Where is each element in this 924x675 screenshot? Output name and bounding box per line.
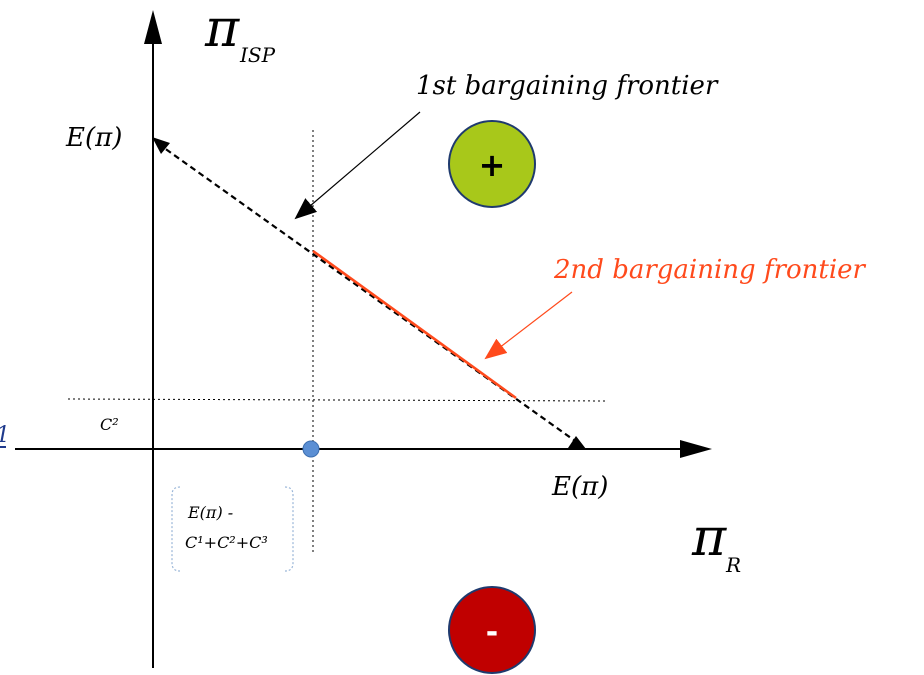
stray-mark: 1 xyxy=(0,423,10,448)
intercept-point xyxy=(302,440,320,458)
first-frontier-bottom-arrowhead xyxy=(568,436,586,449)
x-axis-symbol: π xyxy=(691,508,727,568)
minus-region-circle xyxy=(448,586,536,674)
second-frontier-label: 2nd bargaining frontier xyxy=(553,255,867,285)
x-axis-arrowhead xyxy=(680,440,712,458)
plus-region-circle xyxy=(448,120,536,208)
y-intercept-label: E(π) xyxy=(65,123,122,153)
y-axis-subscript: ISP xyxy=(239,43,276,67)
bracket-label-line2: C¹+C²+C³ xyxy=(185,533,268,552)
y-axis-arrowhead xyxy=(144,10,162,44)
c2-level-line xyxy=(67,398,609,402)
first-frontier-pointer xyxy=(294,111,421,220)
second-frontier-pointer xyxy=(484,291,573,360)
c2-level-label: C² xyxy=(100,415,119,434)
bracket-label-line1: E(π) - xyxy=(187,503,233,522)
first-frontier-label: 1st bargaining frontier xyxy=(416,71,719,101)
x-intercept-label: E(π) xyxy=(551,472,608,502)
second-bargaining-frontier xyxy=(312,249,517,400)
label-bracket-right xyxy=(284,486,294,572)
x-axis-subscript: R xyxy=(725,553,741,577)
y-axis-symbol: π xyxy=(204,0,240,59)
label-bracket-left xyxy=(171,486,181,572)
minus-sign: - xyxy=(486,615,498,650)
first-frontier-top-arrowhead xyxy=(152,137,170,154)
plus-sign: + xyxy=(479,146,506,184)
